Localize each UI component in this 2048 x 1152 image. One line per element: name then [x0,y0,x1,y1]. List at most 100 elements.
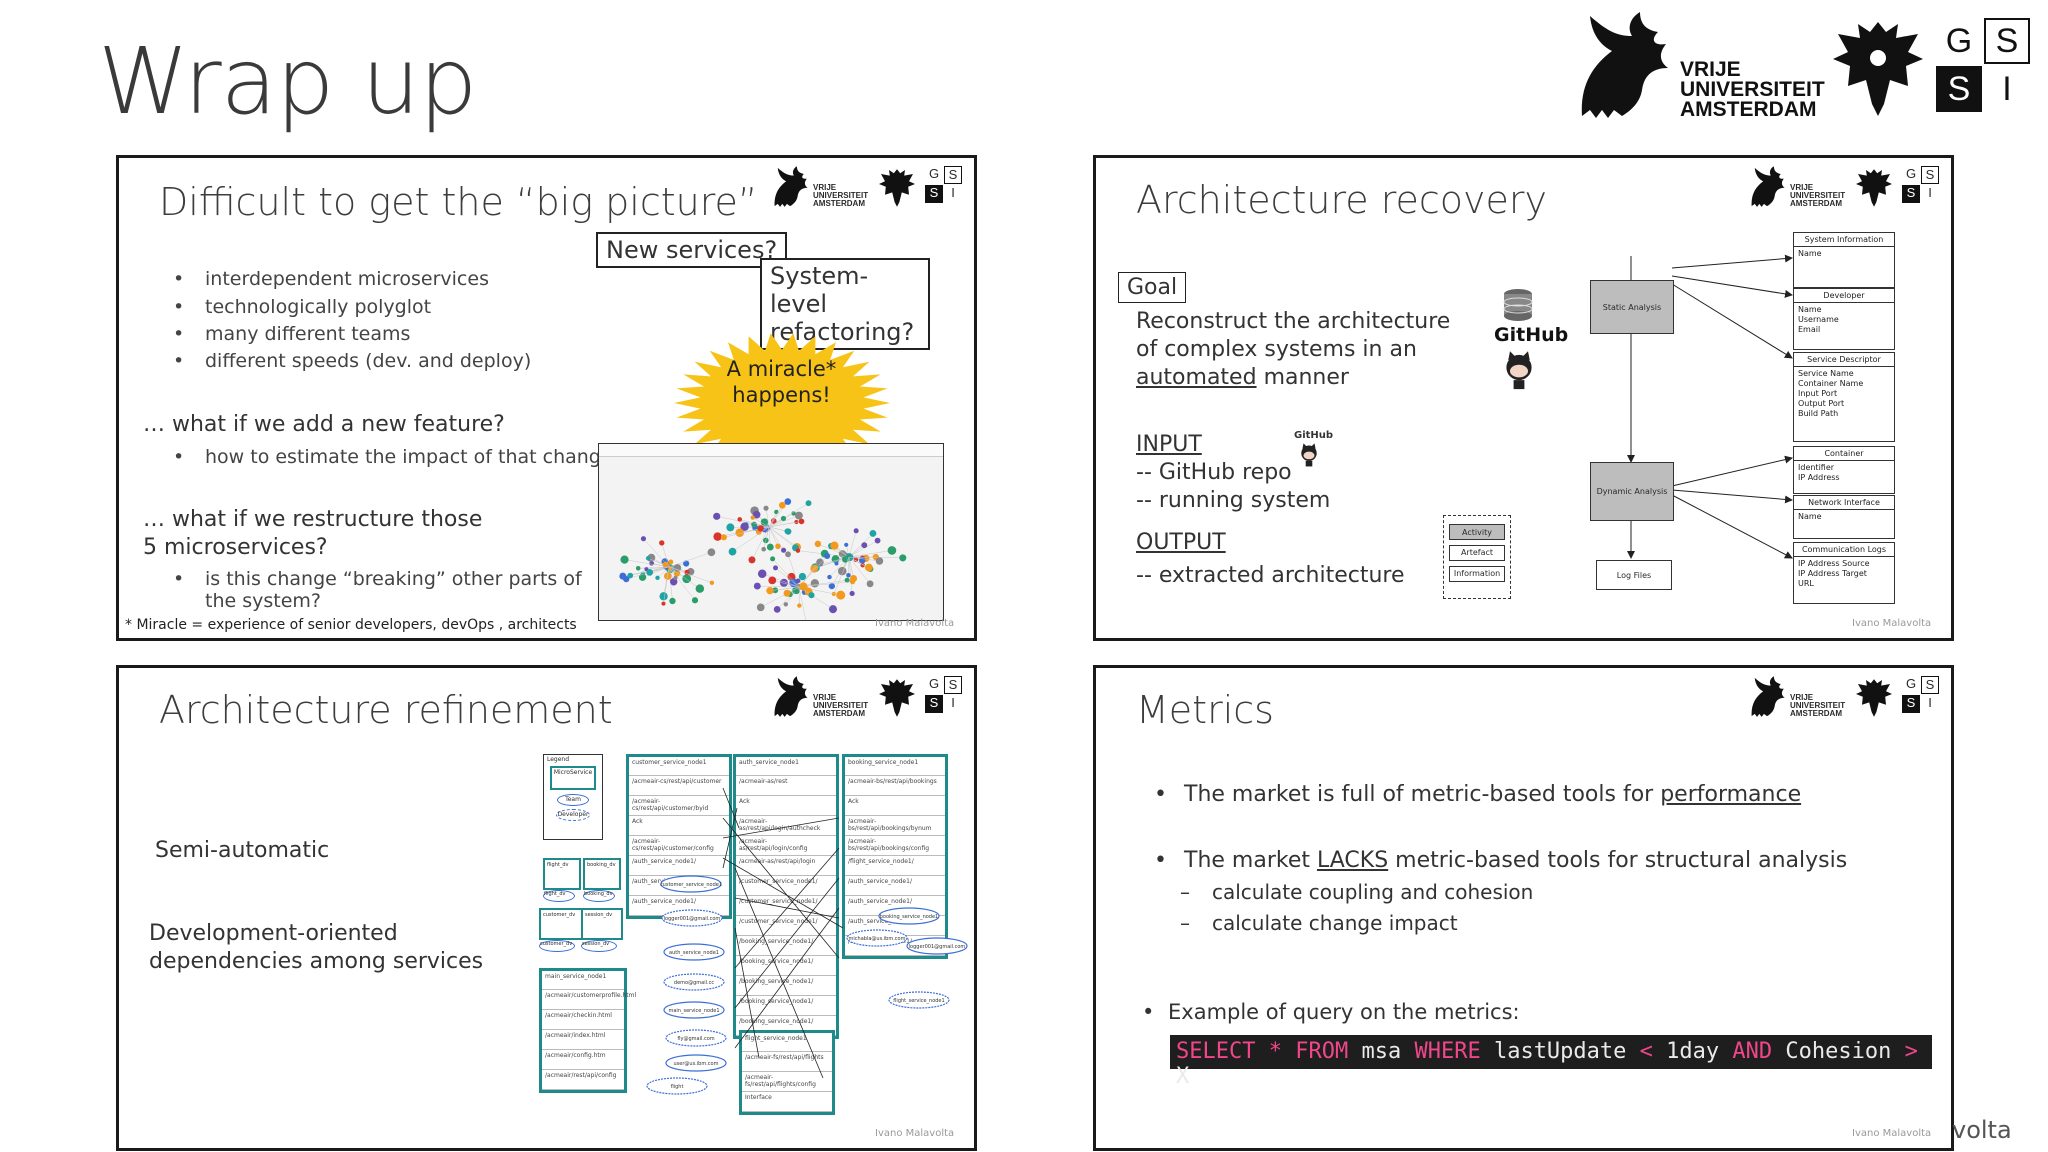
endpoint-row: /acmeair/config.htm [542,1050,624,1070]
info-body: Name Username Email [1798,305,1839,334]
microservice-node-header: flight_service_node1 [742,1033,832,1052]
endpoint-row: /booking_service_node1/ [736,996,836,1016]
microservice-node-header: booking_service_node1 [845,757,945,776]
endpoint-row: /acmeair-cs/rest/api/customer/config [629,836,729,856]
developer-node-label: flight [671,1084,684,1090]
endpoint-row: /customer_service_node1/ [736,896,836,916]
griffin-icon [1751,166,1785,207]
sub1-text: calculate coupling and cohesion [1212,880,1534,904]
developer-node-label: fly@gmail.com [677,1036,714,1042]
sub-bullet: how to estimate the impact of that chang… [173,446,623,468]
github-small-label: GitHub [1294,430,1334,441]
q-gt: > [1904,1039,1918,1064]
goal-text-automated: automated [1136,365,1257,390]
sub-bullet: is this change “breaking” other parts of… [173,568,585,612]
endpoint-row: /acmeair-bs/rest/api/bookings/config [845,836,945,856]
developer-node-label: flight_service_node1 [893,998,944,1004]
microservice-node-header: main_service_node1 [542,971,624,990]
griffin-icon [1581,12,1668,118]
system-refactoring-box: System-level refactoring? [760,258,930,350]
endpoint-row: /acmeair-as/rest [736,776,836,796]
eagle-crest-icon [1833,22,1923,116]
legend-team: Team [557,794,589,806]
endpoint-row: /acmeair-as/rest/api/login [736,856,836,876]
endpoint-row: /acmeair-bs/rest/api/bookings [845,776,945,796]
output-label: OUTPUT [1136,530,1226,555]
goal-text-pre: Reconstruct the architecture of complex … [1136,309,1451,362]
goal-text: Reconstruct the architecture of complex … [1136,308,1456,392]
info-header: Communication Logs [1794,543,1894,557]
endpoint-row: /acmeair-bs/rest/api/bookings/bynum [845,816,945,836]
slide-title: Architecture refinement [159,688,613,732]
mini-logo-l3: AMSTERDAM [813,709,865,718]
legend-microservice: MicroService [550,766,596,790]
q-1day: 1day [1666,1039,1720,1064]
sub2-text: calculate change impact [1212,911,1458,935]
eagle-crest-icon [1856,679,1892,717]
mini-gssi-s2: S [925,185,943,203]
q-cohesion: Cohesion [1785,1039,1892,1064]
developer-node: user@us.ibm.com [665,1054,727,1072]
info-body: IP Address Source IP Address Target URL [1798,559,1870,588]
mini-gssi-g: G [1905,676,1917,691]
legend-activity: Activity [1449,524,1505,540]
mini-gssi-s1: S [944,166,962,184]
developer-node-label: main_service_node1 [668,1008,719,1014]
b1-pre: The market is full of metric-based tools… [1184,782,1654,807]
refinement-legend: Legend MicroService Team Developer [543,754,603,840]
metrics-query-code: SELECT * FROM msa WHERE lastUpdate < 1da… [1170,1035,1932,1089]
microservice-node-header: customer_service_node1 [629,757,729,776]
mini-gssi-s1: S [944,676,962,694]
flow-legend: Activity Artefact Information [1443,515,1511,599]
eagle-crest-icon [1856,169,1892,207]
info-body: Name [1798,512,1822,521]
griffin-icon [1751,676,1785,717]
metrics-bullet-query: •Example of query on the metrics: [1142,1000,1520,1024]
slide-title: Metrics [1136,688,1274,732]
developer-node: fly@gmail.com [665,1029,727,1047]
developer-node-label: auth_service_node1 [669,950,719,956]
developer-node-label: user@us.ibm.com [674,1061,719,1067]
network-graph-image [598,443,944,621]
developer-node: flight [646,1077,708,1095]
bullet-item: interdependent microservices [173,268,489,290]
small-node: flight_dv [543,890,575,902]
mini-gssi-s2: S [1902,695,1920,713]
question-new-feature: … what if we add a new feature? [143,412,505,437]
new-services-box: New services? [596,232,788,268]
slide-big-picture[interactable]: Difficult to get the “big picture” VRIJE… [116,155,977,641]
q-from: FROM [1295,1039,1349,1064]
slide-title: Architecture recovery [1136,178,1548,222]
q-select: SELECT [1176,1039,1256,1064]
endpoint-row: /auth_service_node1/ [845,876,945,896]
endpoint-row: /acmeair-as/rest/api/login/config [736,836,836,856]
octocat-icon [1506,351,1532,390]
eagle-crest-icon [879,169,915,207]
mini-logo-l1: VRIJE [1790,693,1814,702]
question-restructure: … what if we restructure those 5 microse… [143,507,483,560]
input-label: INPUT [1136,432,1202,457]
metrics-bullet-lacks: • The market LACKS metric-based tools fo… [1154,848,1848,873]
microservice-node-header: auth_service_node1 [736,757,836,776]
endpoint-row: /booking_service_node1/ [736,956,836,976]
vu-logo: VRIJE UNIVERSITEIT AMSTERDAM G S S I [1562,6,2042,126]
miracle-footnote: * Miracle = experience of senior develop… [125,617,577,633]
dynamic-analysis-box: Dynamic Analysis [1590,462,1674,521]
author-signature: Ivano Malavolta [875,618,955,629]
mini-logo-l2: UNIVERSITEIT [1790,701,1846,710]
info-header: Developer [1794,289,1894,303]
author-signature: Ivano Malavolta [1852,618,1932,629]
b1-performance: performance [1660,782,1802,807]
endpoint-row: Ack [629,816,729,836]
endpoint-row: /flight_service_node1/ [845,856,945,876]
goal-label-box: Goal [1118,272,1187,303]
legend-title: Legend [547,756,570,763]
endpoint-row: /booking_service_node1/ [736,976,836,996]
